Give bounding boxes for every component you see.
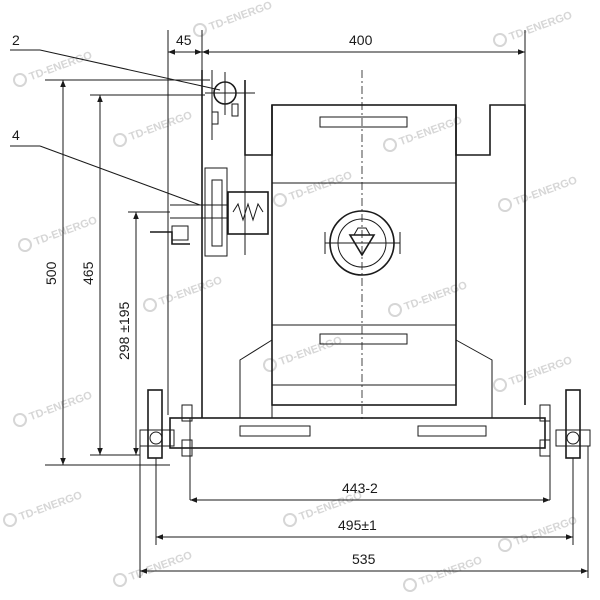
watermark-text: TD-ENERGO xyxy=(513,514,580,548)
watermark: TD-ENERGO xyxy=(13,49,94,87)
spring-housing xyxy=(227,191,269,235)
top-slot xyxy=(319,116,408,128)
watermark: TD-ENERGO xyxy=(193,0,275,37)
watermark: TD-ENERGO xyxy=(263,334,345,372)
callout-2-leader xyxy=(39,49,221,91)
watermark: TD-ENERGO xyxy=(383,114,465,152)
base-slot-right xyxy=(417,425,487,437)
watermark-text: TD-ENERGO xyxy=(28,389,95,423)
watermark-text: TD-ENERGO xyxy=(128,109,195,143)
watermark-text: TD-ENERGO xyxy=(128,549,195,583)
left-bolt-nut xyxy=(139,429,175,447)
dim-label-465: 465 xyxy=(80,261,96,285)
watermark-text: TD-ENERGO xyxy=(288,169,355,203)
left-taper xyxy=(239,339,273,418)
watermark: TD-ENERGO xyxy=(3,489,85,527)
pivot-bracket xyxy=(231,103,239,117)
dim-label-495: 495±1 xyxy=(338,517,377,533)
base-frame xyxy=(169,417,546,449)
watermark: TD-ENERGO xyxy=(493,354,575,392)
latch-handle xyxy=(150,231,190,245)
spring-icon xyxy=(232,202,264,222)
pivot-bracket xyxy=(211,111,219,125)
bottom-slot xyxy=(319,333,408,345)
right-wing xyxy=(455,104,526,405)
watermark-layer: TD-ENERGO TD-ENERGO TD-ENERGO TD-ENERGO … xyxy=(3,0,580,592)
watermark-text: TD-ENERGO xyxy=(398,114,465,148)
callout-4-leader xyxy=(39,145,201,206)
watermark: TD-ENERGO xyxy=(498,514,580,552)
cabinet-body xyxy=(239,70,526,420)
watermark: TD-ENERGO xyxy=(273,169,355,207)
dimensions: 45 400 500 465 298 ±195 443-2 495±1 535 xyxy=(43,30,589,578)
main-housing xyxy=(271,104,457,406)
callout-2-label: 2 xyxy=(12,32,20,48)
watermark: TD-ENERGO xyxy=(13,389,95,427)
watermark-text: TD-ENERGO xyxy=(403,279,470,313)
right-bracket-lower xyxy=(539,439,551,457)
dim-label-500: 500 xyxy=(43,261,59,285)
watermark-text: TD-ENERGO xyxy=(208,0,275,33)
callouts: 2 4 xyxy=(10,32,221,206)
left-bracket-lower xyxy=(181,439,193,457)
watermark: TD-ENERGO xyxy=(143,274,224,312)
dim-label-45: 45 xyxy=(176,32,192,48)
watermark: TD-ENERGO xyxy=(18,214,100,252)
latch-handle-knob xyxy=(171,225,189,241)
right-bolt xyxy=(565,389,581,459)
left-bolt-washer xyxy=(149,431,163,445)
watermark: TD-ENERGO xyxy=(113,549,195,587)
watermark-text: TD-ENERGO xyxy=(513,174,580,208)
watermark: TD-ENERGO xyxy=(113,109,195,147)
left-bracket xyxy=(181,404,193,422)
knob-indicator-top xyxy=(353,227,371,236)
left-bolt xyxy=(147,389,163,459)
watermark: TD-ENERGO xyxy=(493,9,575,47)
watermark-text: TD-ENERGO xyxy=(33,214,100,248)
dim-label-443: 443-2 xyxy=(342,480,378,496)
right-taper xyxy=(455,339,493,418)
watermark-text: TD-ENERGO xyxy=(278,334,345,368)
latch-rod xyxy=(211,179,223,247)
right-bolt-nut xyxy=(555,429,591,447)
left-wing xyxy=(244,80,273,156)
watermark: TD-ENERGO xyxy=(403,554,484,592)
right-bolt-washer xyxy=(566,431,580,445)
base-slot-left xyxy=(239,425,311,437)
latch-housing xyxy=(204,167,228,257)
dim-label-400: 400 xyxy=(349,32,373,48)
watermark: TD-ENERGO xyxy=(498,174,580,212)
watermark: TD-ENERGO xyxy=(388,279,470,317)
watermark-text: TD-ENERGO xyxy=(508,354,575,388)
right-bracket xyxy=(539,404,551,422)
callout-4-label: 4 xyxy=(12,127,20,143)
dim-label-298: 298 ±195 xyxy=(116,301,132,360)
base-plate xyxy=(139,389,591,500)
watermark-text: TD-ENERGO xyxy=(18,489,85,523)
dim-label-535: 535 xyxy=(352,551,376,567)
watermark-text: TD-ENERGO xyxy=(508,9,575,43)
